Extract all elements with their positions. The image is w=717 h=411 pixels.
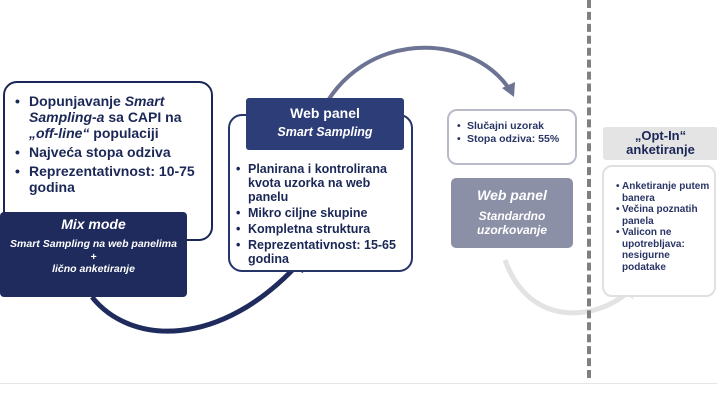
text: Reprezentativnost: 10-75 godina: [29, 163, 195, 195]
list-item: Mikro ciljne skupine: [236, 206, 412, 220]
list-item: Dopunjavanje Smart Sampling-a sa CAPI na…: [15, 93, 211, 141]
web-panel-standard-title: Web panel: [477, 187, 547, 203]
list-item: Reprezentativnost: 10-75 godina: [15, 163, 211, 195]
italic-text: Smart Sampling-a: [29, 93, 165, 125]
list-item: Najveća stopa odziva: [15, 144, 211, 160]
web-panel-smart-subtitle: Smart Sampling: [277, 125, 373, 139]
list-item: Stopa odziva: 55%: [457, 133, 575, 145]
list-item: Kompletna struktura: [236, 222, 412, 236]
mix-mode-line2: lično anketiranje: [52, 263, 135, 275]
mix-mode-title: Mix mode: [61, 216, 126, 232]
opt-in-bullet-list: Anketiranje putem banera Večina poznatih…: [616, 181, 716, 273]
list-item: Reprezentativnost: 15-65 godina: [236, 238, 412, 266]
mix-mode-plus: +: [90, 250, 97, 263]
mix-mode-label: Mix mode Smart Sampling na web panelima …: [0, 212, 187, 297]
list-item: Večina poznatih panela: [616, 204, 716, 227]
text: Najveća stopa odziva: [29, 144, 171, 160]
web-panel-standard-subtitle: Standardno uzorkovanje: [476, 209, 548, 237]
flow-arc-web-to-standard: [318, 45, 512, 116]
web-panel-smart-bullet-list: Planirana i kontrolirana kvota uzorka na…: [236, 162, 412, 268]
opt-in-title: „Opt-In“ anketiranje: [626, 128, 695, 157]
list-item: Slučajni uzorak: [457, 120, 575, 132]
flow-arrowhead-2: [502, 82, 515, 97]
dashed-divider: [587, 0, 591, 378]
web-panel-standard-label: Web panel Standardno uzorkovanje: [451, 178, 573, 248]
flow-arc-mix-to-web: [90, 260, 302, 334]
web-panel-smart-label: Web panel Smart Sampling: [246, 98, 404, 150]
text: sa CAPI na: [104, 109, 182, 125]
mix-mode-line1: Smart Sampling na web panelima: [10, 238, 177, 250]
text: populaciji: [89, 125, 159, 141]
mix-mode-bullet-list: Dopunjavanje Smart Sampling-a sa CAPI na…: [15, 93, 211, 198]
opt-in-card: Anketiranje putem banera Večina poznatih…: [602, 165, 716, 297]
list-item: Valicon ne upotrebljava: nesigurne podat…: [616, 227, 716, 273]
flow-arc-standard-to-optin: [502, 259, 632, 316]
italic-text: „off-line“: [29, 125, 90, 141]
text: Dopunjavanje: [29, 93, 125, 109]
web-panel-smart-title: Web panel: [290, 105, 360, 121]
web-panel-standard-card: Slučajni uzorak Stopa odziva: 55%: [447, 109, 577, 165]
list-item: Anketiranje putem banera: [616, 181, 716, 204]
opt-in-label: „Opt-In“ anketiranje: [603, 127, 717, 160]
web-panel-standard-bullet-list: Slučajni uzorak Stopa odziva: 55%: [457, 120, 575, 146]
list-item: Planirana i kontrolirana kvota uzorka na…: [236, 162, 412, 204]
bottom-rule: [0, 383, 717, 384]
